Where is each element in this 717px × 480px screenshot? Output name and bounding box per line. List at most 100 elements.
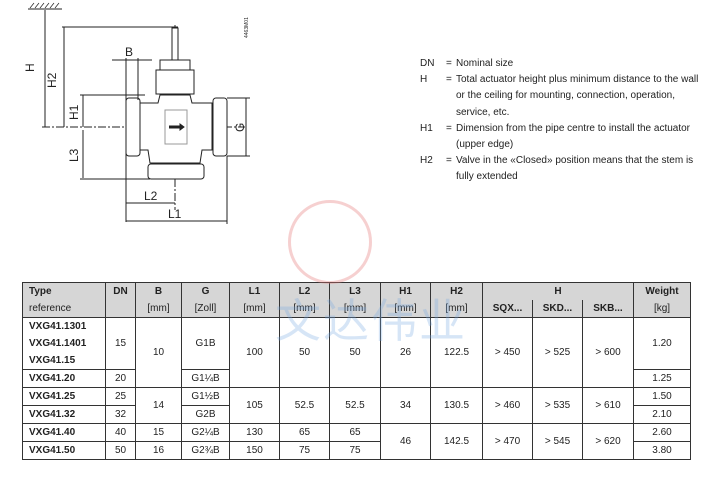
header-l2-unit: [mm] xyxy=(279,300,330,318)
header-l2: L2 xyxy=(279,282,330,300)
dim-label-L2: L2 xyxy=(144,189,158,203)
legend-term: H2 xyxy=(420,155,433,167)
dim-label-H: H xyxy=(23,63,37,72)
l2-cell: 52.5 xyxy=(279,387,330,424)
type-reference: VXG41.15 xyxy=(29,355,76,366)
header-weight: Weight xyxy=(633,282,691,300)
h2-cell: 130.5 xyxy=(430,387,483,424)
dn-cell: 15 xyxy=(105,317,136,370)
weight-cell: 3.80 xyxy=(633,441,691,460)
weight-cell: 1.50 xyxy=(633,387,691,406)
b-cell: 16 xyxy=(135,441,182,460)
sqx-cell: > 450 xyxy=(482,317,533,388)
header-type-sub: reference xyxy=(22,300,106,318)
table-row: VXG41.40 40 15 G2¼B 130 65 65 46 142.5 >… xyxy=(22,423,691,460)
dim-label-L3: L3 xyxy=(67,148,81,162)
dimensions-table: Type DN B G L1 L2 L3 H1 H2 H Weight refe… xyxy=(22,282,691,460)
header-l1-unit: [mm] xyxy=(229,300,280,318)
watermark-circle xyxy=(288,200,372,284)
skd-cell: > 525 xyxy=(532,317,583,388)
type-cell: VXG41.1301 VXG41.1401 VXG41.15 xyxy=(22,317,106,370)
g-cell: G2B xyxy=(181,405,230,424)
dim-label-G: G xyxy=(233,123,247,132)
l2-cell: 75 xyxy=(279,441,330,460)
type-reference: VXG41.1301 xyxy=(29,321,87,332)
legend-definition: Dimension from the pipe centre to instal… xyxy=(456,122,691,151)
header-l1: L1 xyxy=(229,282,280,300)
header-l3-unit: [mm] xyxy=(329,300,381,318)
l1-cell: 100 xyxy=(229,317,280,388)
sqx-cell: > 460 xyxy=(482,387,533,424)
header-sqx: SQX... xyxy=(482,300,533,318)
header-b-unit: [mm] xyxy=(135,300,182,318)
skd-cell: > 535 xyxy=(532,387,583,424)
type-reference: VXG41.32 xyxy=(22,405,106,424)
b-cell: 15 xyxy=(135,423,182,442)
g-cell: G2¼B xyxy=(181,423,230,442)
legend-term: H xyxy=(420,74,428,86)
legend-definition: Valve in the «Closed» position means tha… xyxy=(456,155,694,183)
h1-cell: 46 xyxy=(380,423,431,460)
header-g-unit: [Zoll] xyxy=(181,300,230,318)
legend-definition: Nominal size xyxy=(456,58,514,69)
table-row: VXG41.1301 VXG41.1401 VXG41.15 15 10 G1B… xyxy=(22,317,691,388)
dim-label-H1: H1 xyxy=(67,104,81,120)
h1-cell: 26 xyxy=(380,317,431,388)
header-h1-unit: [mm] xyxy=(380,300,431,318)
skb-cell: > 620 xyxy=(582,423,634,460)
type-reference: VXG41.25 xyxy=(22,387,106,406)
header-weight-unit: [kg] xyxy=(633,300,691,318)
dn-cell: 25 xyxy=(105,387,136,406)
type-reference: VXG41.50 xyxy=(22,441,106,460)
legend-equals: = xyxy=(446,155,452,167)
h1-cell: 34 xyxy=(380,387,431,424)
l2-cell: 65 xyxy=(279,423,330,442)
l3-cell: 65 xyxy=(329,423,381,442)
type-reference: VXG41.1401 xyxy=(29,338,87,349)
abbreviation-legend: DN=Nominal size H=Total actuator height … xyxy=(420,56,700,186)
h2-cell: 142.5 xyxy=(430,423,483,460)
dim-label-L1: L1 xyxy=(168,207,182,221)
legend-equals: = xyxy=(446,122,452,134)
header-b: B xyxy=(135,282,182,300)
b-cell: 10 xyxy=(135,317,182,388)
type-reference: VXG41.40 xyxy=(22,423,106,442)
dn-cell: 50 xyxy=(105,441,136,460)
weight-cell: 1.25 xyxy=(633,369,691,388)
b-cell: 14 xyxy=(135,387,182,424)
skb-cell: > 610 xyxy=(582,387,634,424)
header-h: H xyxy=(482,282,634,300)
table-row: VXG41.32 32 G2B 2.10 xyxy=(22,405,691,424)
header-skb: SKB... xyxy=(582,300,634,318)
drawing-code: 4463M01 xyxy=(244,17,250,38)
legend-term: DN xyxy=(420,58,435,69)
l3-cell: 75 xyxy=(329,441,381,460)
header-l3: L3 xyxy=(329,282,381,300)
weight-cell: 2.10 xyxy=(633,405,691,424)
header-h2: H2 xyxy=(430,282,483,300)
table-row: VXG41.50 50 16 G2¾B 150 75 75 3.80 xyxy=(22,441,691,460)
h2-cell: 122.5 xyxy=(430,317,483,388)
header-h2-unit: [mm] xyxy=(430,300,483,318)
dim-label-H2: H2 xyxy=(45,72,59,88)
legend-item: H2 = Valve in the «Closed» position means … xyxy=(420,153,700,185)
table-row: VXG41.20 20 G1¼B 1.25 xyxy=(22,369,691,388)
type-reference: VXG41.20 xyxy=(22,369,106,388)
dn-cell: 40 xyxy=(105,423,136,442)
legend-term: H1 xyxy=(420,122,433,134)
legend-equals: = xyxy=(446,58,452,69)
g-cell: G1¼B xyxy=(181,369,230,388)
weight-cell: 1.20 xyxy=(633,317,691,370)
legend-item: H1 = Dimension from the pipe centre to ins… xyxy=(420,121,700,153)
weight-cell: 2.60 xyxy=(633,423,691,442)
header-skd: SKD... xyxy=(532,300,583,318)
header-h1: H1 xyxy=(380,282,431,300)
header-type: Type xyxy=(22,282,106,300)
l3-cell: 52.5 xyxy=(329,387,381,424)
legend-equals: = xyxy=(446,74,452,86)
legend-item: H=Total actuator height plus minimum dis… xyxy=(420,72,700,121)
dn-cell: 20 xyxy=(105,369,136,388)
l3-cell: 50 xyxy=(329,317,381,388)
valve-dimension-drawing: H H2 H1 L3 B G L2 L1 4463M01 xyxy=(23,2,250,224)
g-cell: G1½B xyxy=(181,387,230,406)
